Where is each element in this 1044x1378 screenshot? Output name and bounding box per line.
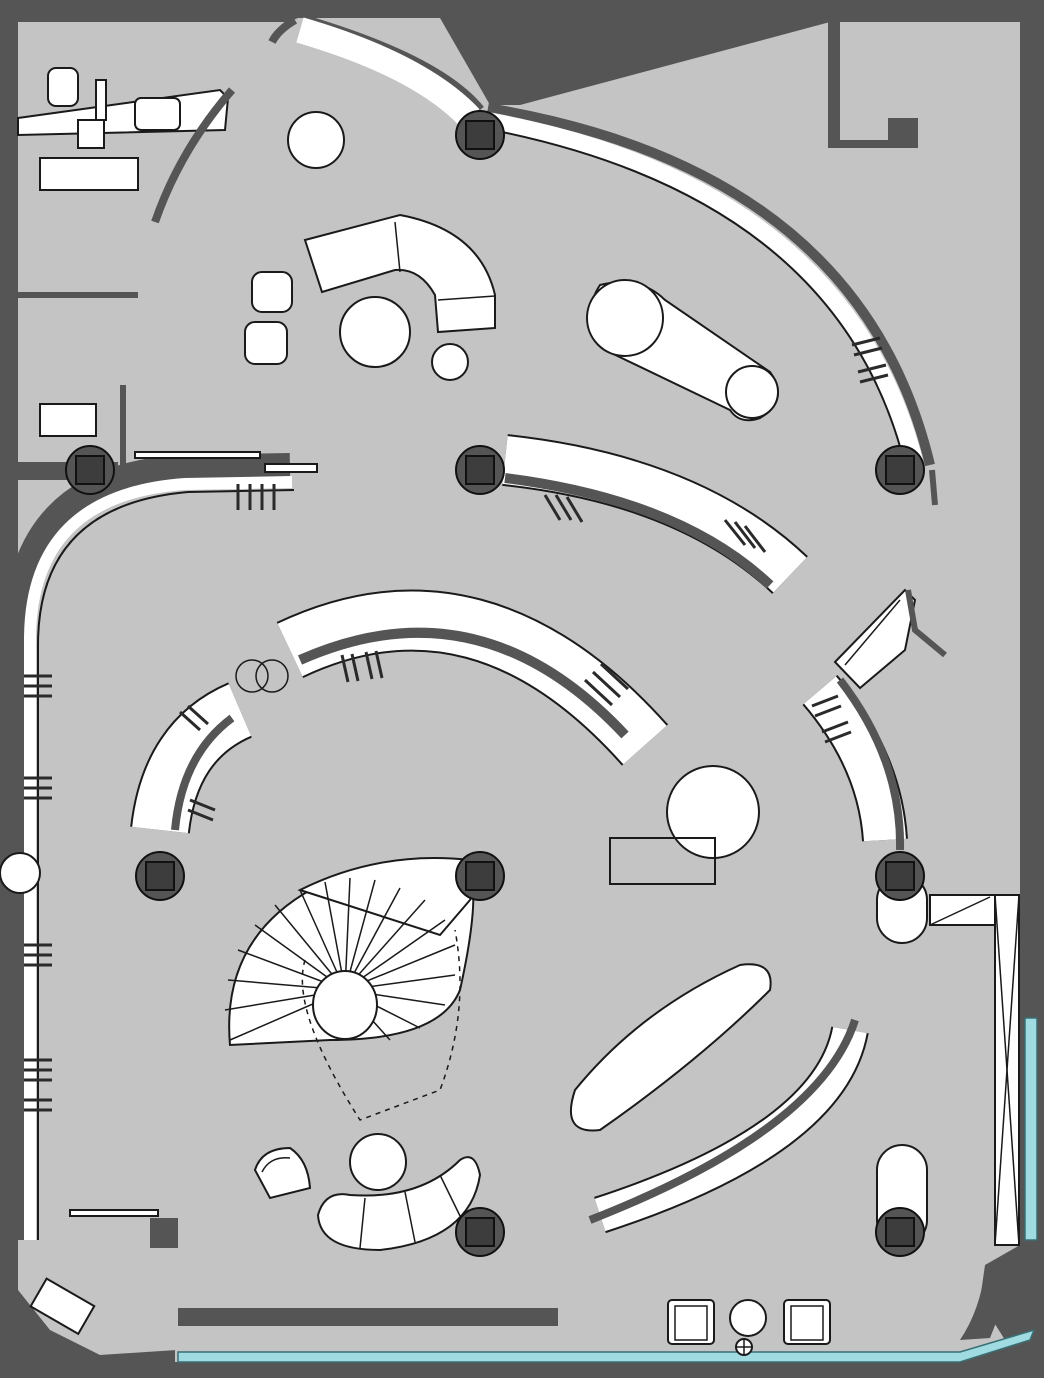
curved-display-shelf-lower-right <box>588 1018 869 1234</box>
curved-display-shelf-left <box>130 659 289 835</box>
round-table-icon <box>609 765 760 885</box>
spiral-staircase-icon <box>224 857 476 1121</box>
service-room <box>17 16 298 437</box>
curved-display-shelf-middle <box>276 589 669 766</box>
entrance-corner <box>29 1209 1005 1340</box>
left-curved-counter <box>0 451 318 1240</box>
column-icon <box>65 110 925 1257</box>
armchair-icon <box>667 1299 831 1356</box>
curved-display-shelf-right <box>802 588 947 851</box>
diagonal-capsule-display <box>586 279 779 422</box>
curved-display-shelf-upper <box>502 434 808 595</box>
glazing <box>177 894 1038 1363</box>
curved-bench <box>570 963 772 1132</box>
top-curved-display-wall <box>296 15 938 506</box>
curved-sofa-bottom <box>253 1133 482 1252</box>
curved-sofa-top <box>244 111 496 381</box>
